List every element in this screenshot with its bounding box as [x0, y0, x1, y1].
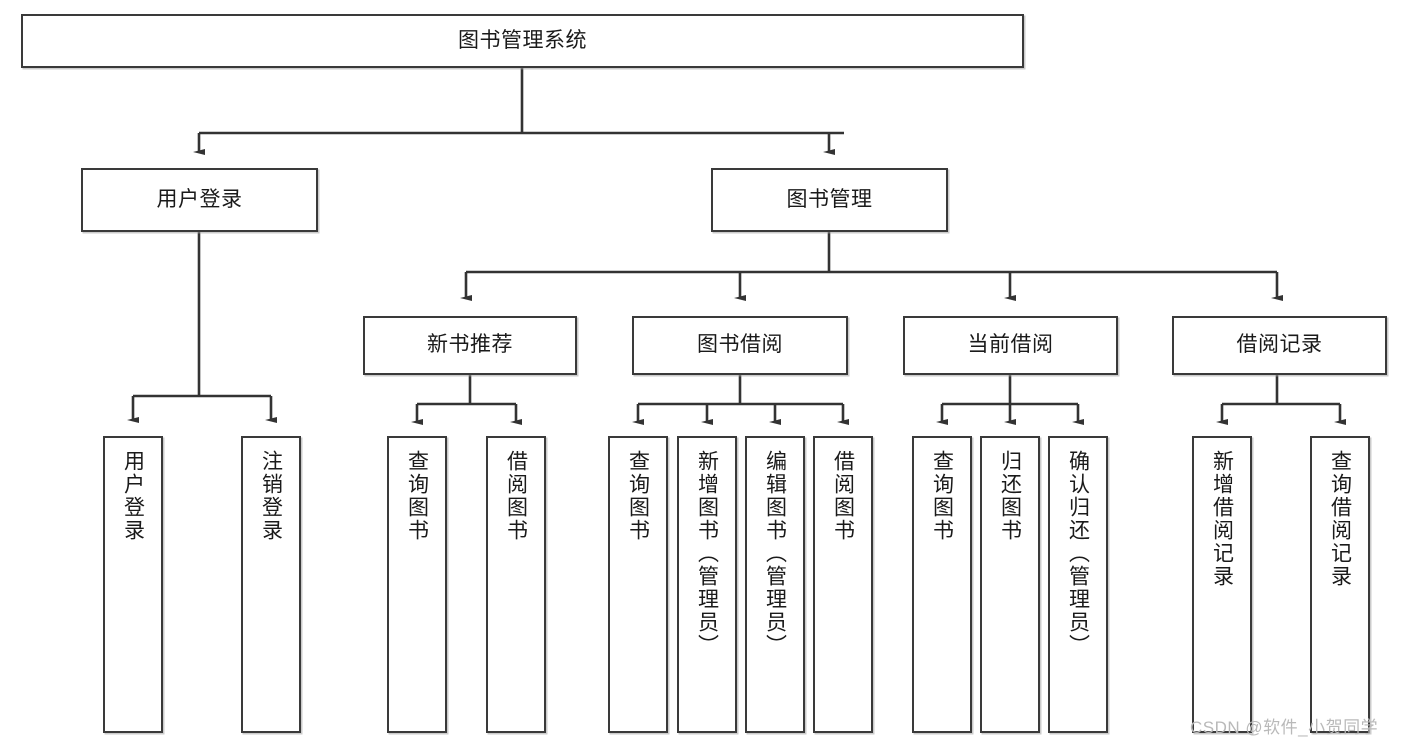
- leaf-book-borrow-query-books[interactable]: 查询图书: [608, 436, 668, 733]
- node-label: 新增图书（管理员）: [695, 450, 719, 657]
- node-label: 查询借阅记录: [1328, 450, 1352, 588]
- node-label: 查询图书: [405, 450, 429, 542]
- leaf-new-book-query-books[interactable]: 查询图书: [387, 436, 447, 733]
- node-label: 用户登录: [156, 187, 243, 211]
- node-label: 查询图书: [930, 450, 954, 542]
- leaf-current-borrow-return-books[interactable]: 归还图书: [980, 436, 1040, 733]
- leaf-user-login-sign-in[interactable]: 用户登录: [103, 436, 163, 733]
- leaf-book-borrow-borrow-books[interactable]: 借阅图书: [813, 436, 873, 733]
- leaf-borrow-record-query-record[interactable]: 查询借阅记录: [1310, 436, 1370, 733]
- leaf-new-book-borrow-books[interactable]: 借阅图书: [486, 436, 546, 733]
- node-root-book-management-system[interactable]: 图书管理系统: [21, 14, 1024, 68]
- node-label: 新增借阅记录: [1210, 450, 1234, 588]
- node-label: 确认归还（管理员）: [1066, 450, 1090, 657]
- leaf-borrow-record-add-record[interactable]: 新增借阅记录: [1192, 436, 1252, 733]
- node-label: 图书管理系统: [458, 28, 587, 52]
- node-label: 借阅图书: [504, 450, 528, 542]
- node-label: 查询图书: [626, 450, 650, 542]
- node-label: 图书借阅: [697, 333, 783, 357]
- node-label: 借阅图书: [831, 450, 855, 542]
- node-label: 借阅记录: [1236, 333, 1323, 357]
- node-label: 新书推荐: [427, 333, 513, 357]
- node-label: 注销登录: [259, 450, 283, 542]
- node-label: 图书管理: [786, 187, 873, 211]
- node-book-borrowing[interactable]: 图书借阅: [632, 316, 848, 375]
- node-book-management[interactable]: 图书管理: [711, 168, 948, 232]
- node-new-book-recommendation[interactable]: 新书推荐: [363, 316, 577, 375]
- leaf-book-borrow-add-book-admin[interactable]: 新增图书（管理员）: [677, 436, 737, 733]
- leaf-book-borrow-edit-book-admin[interactable]: 编辑图书（管理员）: [745, 436, 805, 733]
- leaf-current-borrow-query-books[interactable]: 查询图书: [912, 436, 972, 733]
- node-current-borrowing[interactable]: 当前借阅: [903, 316, 1118, 375]
- node-label: 编辑图书（管理员）: [763, 450, 787, 657]
- node-user-login[interactable]: 用户登录: [81, 168, 318, 232]
- leaf-current-borrow-confirm-return-admin[interactable]: 确认归还（管理员）: [1048, 436, 1108, 733]
- node-label: 用户登录: [121, 450, 145, 542]
- node-label: 归还图书: [998, 450, 1022, 542]
- leaf-user-login-sign-out[interactable]: 注销登录: [241, 436, 301, 733]
- csdn-watermark: CSDN @软件_小贺同学: [1190, 718, 1379, 737]
- node-borrowing-record[interactable]: 借阅记录: [1172, 316, 1387, 375]
- node-label: 当前借阅: [967, 333, 1054, 357]
